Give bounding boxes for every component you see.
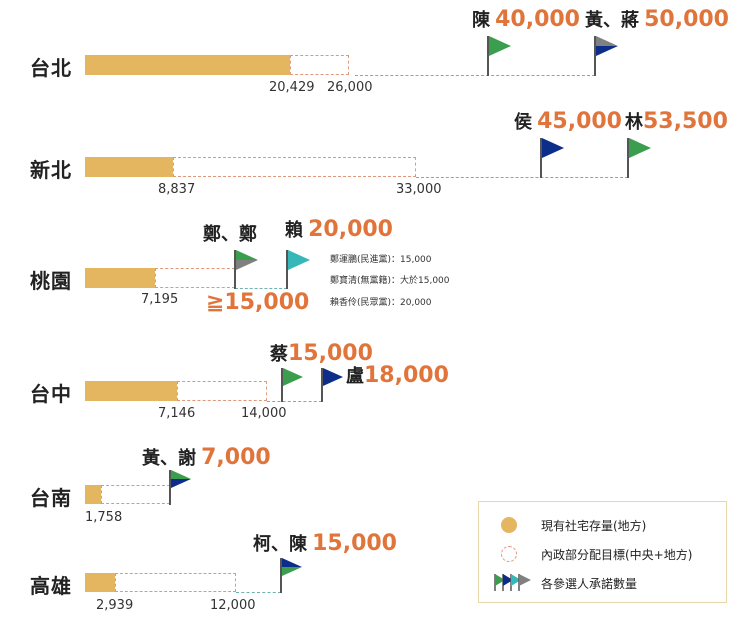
existing-value-taipei: 20,429 [269, 80, 315, 95]
pledge-value: 53,500 [643, 109, 728, 134]
pledge-value: 45,000 [537, 109, 622, 134]
existing-bar-kaohsiung [85, 573, 115, 592]
existing-bar-taichung [85, 381, 177, 401]
candidate-name: 侯 [514, 112, 532, 133]
note-taoyuan-3: 賴香伶(民眾黨)：20,000 [330, 298, 432, 308]
green-flag-icon [283, 368, 303, 386]
target-value-kaohsiung: 12,000 [210, 598, 256, 613]
candidate-name: 蔡 [270, 344, 288, 365]
pledge-label-taoyuan-2: 賴 20,000 [285, 216, 393, 242]
flag-pole [540, 138, 542, 178]
teal-flag-icon [288, 250, 310, 270]
green-blue-flag-icon [171, 470, 191, 488]
pledge-label-taichung-1: 蔡15,000 [270, 340, 373, 366]
flags-icon [494, 574, 531, 591]
dashed-circle-icon [501, 546, 517, 562]
pledge-value: 40,000 [495, 7, 580, 32]
city-label-taoyuan: 桃園 [30, 269, 72, 293]
existing-bar-tainan [85, 485, 101, 504]
target-bar-taoyuan [155, 268, 235, 288]
pledge-value: 15,000 [312, 531, 397, 556]
candidate-name: 盧 [346, 366, 364, 387]
legend-label-existing: 現有社宅存量(地方) [541, 519, 647, 533]
flag-pole [280, 558, 282, 593]
pledge-label-tainan-1: 黃、謝 7,000 [142, 444, 271, 470]
existing-value-tainan: 1,758 [85, 510, 123, 525]
candidate-name: 黃、蔣 [585, 10, 639, 31]
city-label-tainan: 台南 [30, 486, 72, 510]
existing-value-kaohsiung: 2,939 [96, 598, 134, 613]
gray-blue-flag-icon [596, 36, 618, 56]
blue-flag-icon [323, 368, 343, 386]
target-bar-taichung [177, 381, 267, 401]
existing-value-taoyuan: 7,195 [141, 292, 179, 307]
pledge-label-kaohsiung-1: 柯、陳 15,000 [253, 530, 397, 556]
pledge-label-taipei-1: 陳 40,000 [472, 6, 580, 32]
pledge-value: 20,000 [308, 217, 393, 242]
flag-pole [286, 250, 288, 289]
existing-bar-taipei [85, 55, 290, 75]
candidate-name: 黃、謝 [142, 448, 196, 469]
pledge-link-new-taipei [416, 177, 628, 178]
city-label-taipei: 台北 [30, 56, 72, 80]
target-value-taipei: 26,000 [327, 80, 373, 95]
blue-green-flag-icon [282, 558, 302, 576]
green-flag-icon [489, 36, 511, 56]
flag-pole [487, 36, 489, 76]
candidate-name: 陳 [472, 10, 490, 31]
candidate-name: 賴 [285, 220, 303, 241]
flag-pole [281, 368, 283, 402]
pledge-link-taoyuan [235, 288, 287, 289]
candidate-name: 林 [625, 112, 643, 133]
flag-pole [234, 250, 236, 289]
flag-pole [169, 470, 171, 505]
target-bar-tainan [101, 485, 170, 504]
pledge-label-new-taipei-2: 林53,500 [625, 108, 728, 134]
pledge-value-taoyuan-1: ≧15,000 [206, 290, 310, 315]
legend-label-target: 內政部分配目標(中央+地方) [541, 548, 693, 562]
candidate-name: 柯、陳 [253, 534, 307, 555]
existing-bar-new-taipei [85, 157, 173, 177]
pledge-link-taichung [267, 401, 322, 402]
note-taoyuan-1: 鄭運鵬(民進黨)：15,000 [330, 255, 432, 265]
pledge-value: 18,000 [364, 363, 449, 388]
filled-circle-icon [501, 517, 517, 533]
flag-pole [321, 368, 323, 402]
blue-flag-icon [542, 138, 564, 158]
pledge-value: 15,000 [288, 341, 373, 366]
target-bar-taipei [290, 55, 349, 75]
city-label-kaohsiung: 高雄 [30, 574, 72, 598]
target-bar-new-taipei [173, 157, 416, 177]
city-label-taichung: 台中 [30, 382, 72, 406]
target-value-taichung: 14,000 [241, 406, 287, 421]
green-flag-icon [629, 138, 651, 158]
legend-label-pledges: 各參選人承諾數量 [541, 577, 638, 591]
target-value-new-taipei: 33,000 [396, 182, 442, 197]
green-gray-flag-icon [236, 250, 258, 270]
pledge-label-taipei-2: 黃、蔣 50,000 [585, 6, 729, 32]
pledge-link-taipei [355, 75, 595, 76]
flag-pole [627, 138, 629, 178]
existing-bar-taoyuan [85, 268, 155, 288]
pledge-value: 50,000 [644, 7, 729, 32]
flag-pole [594, 36, 596, 76]
pledge-value: 7,000 [201, 445, 271, 470]
target-bar-kaohsiung [115, 573, 236, 592]
note-taoyuan-2: 鄭寶清(無黨籍)：大於15,000 [330, 276, 450, 286]
pledge-label-taichung-2: 盧18,000 [346, 362, 449, 388]
pledge-label-new-taipei-1: 侯 45,000 [514, 108, 622, 134]
legend: 現有社宅存量(地方) 內政部分配目標(中央+地方) 各參選人承諾數量 [478, 501, 727, 603]
existing-value-new-taipei: 8,837 [158, 182, 196, 197]
city-label-new-taipei: 新北 [30, 158, 72, 182]
pledge-link-kaohsiung [236, 592, 281, 593]
existing-value-taichung: 7,146 [158, 406, 196, 421]
candidate-name-taoyuan-1: 鄭、鄭 [203, 224, 257, 245]
